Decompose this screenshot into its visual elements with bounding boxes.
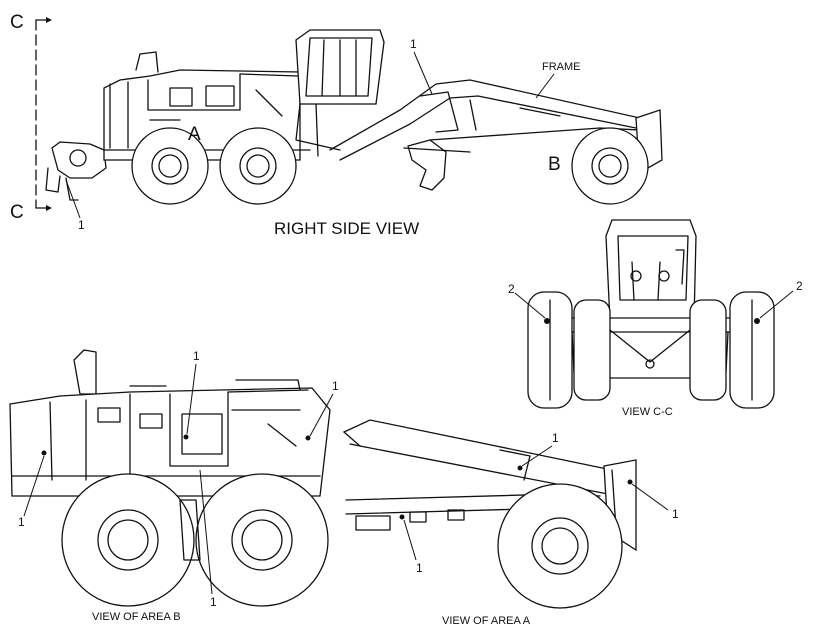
- view-of-area-b: 1 1 1 1 VIEW OF AREA B: [9, 349, 339, 623]
- section-label-bottom: C: [10, 202, 24, 223]
- callout-1-area-b-left: 1: [18, 515, 25, 529]
- area-b-marker: B: [548, 154, 561, 175]
- right-side-view: C C: [10, 12, 663, 238]
- rear-ripper: [45, 141, 107, 201]
- callout-1-area-a-top: 1: [552, 431, 559, 445]
- wheel-rear-1: [131, 127, 209, 205]
- callout-1-top: 1: [410, 37, 417, 51]
- view-of-area-a: 1 1 1 VIEW OF AREA A: [342, 419, 679, 627]
- caption-view-c-c: VIEW C-C: [622, 406, 673, 418]
- moldboard: [403, 139, 471, 191]
- callout-2-left: 2: [508, 282, 515, 296]
- operator-cab: [295, 29, 385, 157]
- callout-1-area-b-right: 1: [332, 379, 339, 393]
- callout-1-area-a-right: 1: [672, 507, 679, 521]
- callout-1-ripper: 1: [78, 218, 85, 232]
- callout-1-area-a-bottom: 1: [416, 561, 423, 575]
- view-c-c: 2 2 VIEW C-C: [508, 219, 803, 418]
- main-frame: [329, 79, 641, 161]
- callout-2-right: 2: [796, 279, 803, 293]
- caption-view-area-b: VIEW OF AREA B: [92, 611, 181, 623]
- callout-1-area-b-top: 1: [193, 349, 200, 363]
- frame-label: FRAME: [542, 61, 581, 73]
- wheel-front: [571, 127, 649, 205]
- callout-1-area-b-bottom: 1: [210, 595, 217, 609]
- area-a-marker: A: [188, 124, 201, 145]
- caption-right-side-view: RIGHT SIDE VIEW: [274, 219, 419, 238]
- caption-view-area-a: VIEW OF AREA A: [442, 615, 531, 627]
- section-line-c-c: C C: [10, 12, 52, 223]
- wheel-rear-2: [219, 127, 297, 205]
- section-label-top: C: [10, 12, 24, 33]
